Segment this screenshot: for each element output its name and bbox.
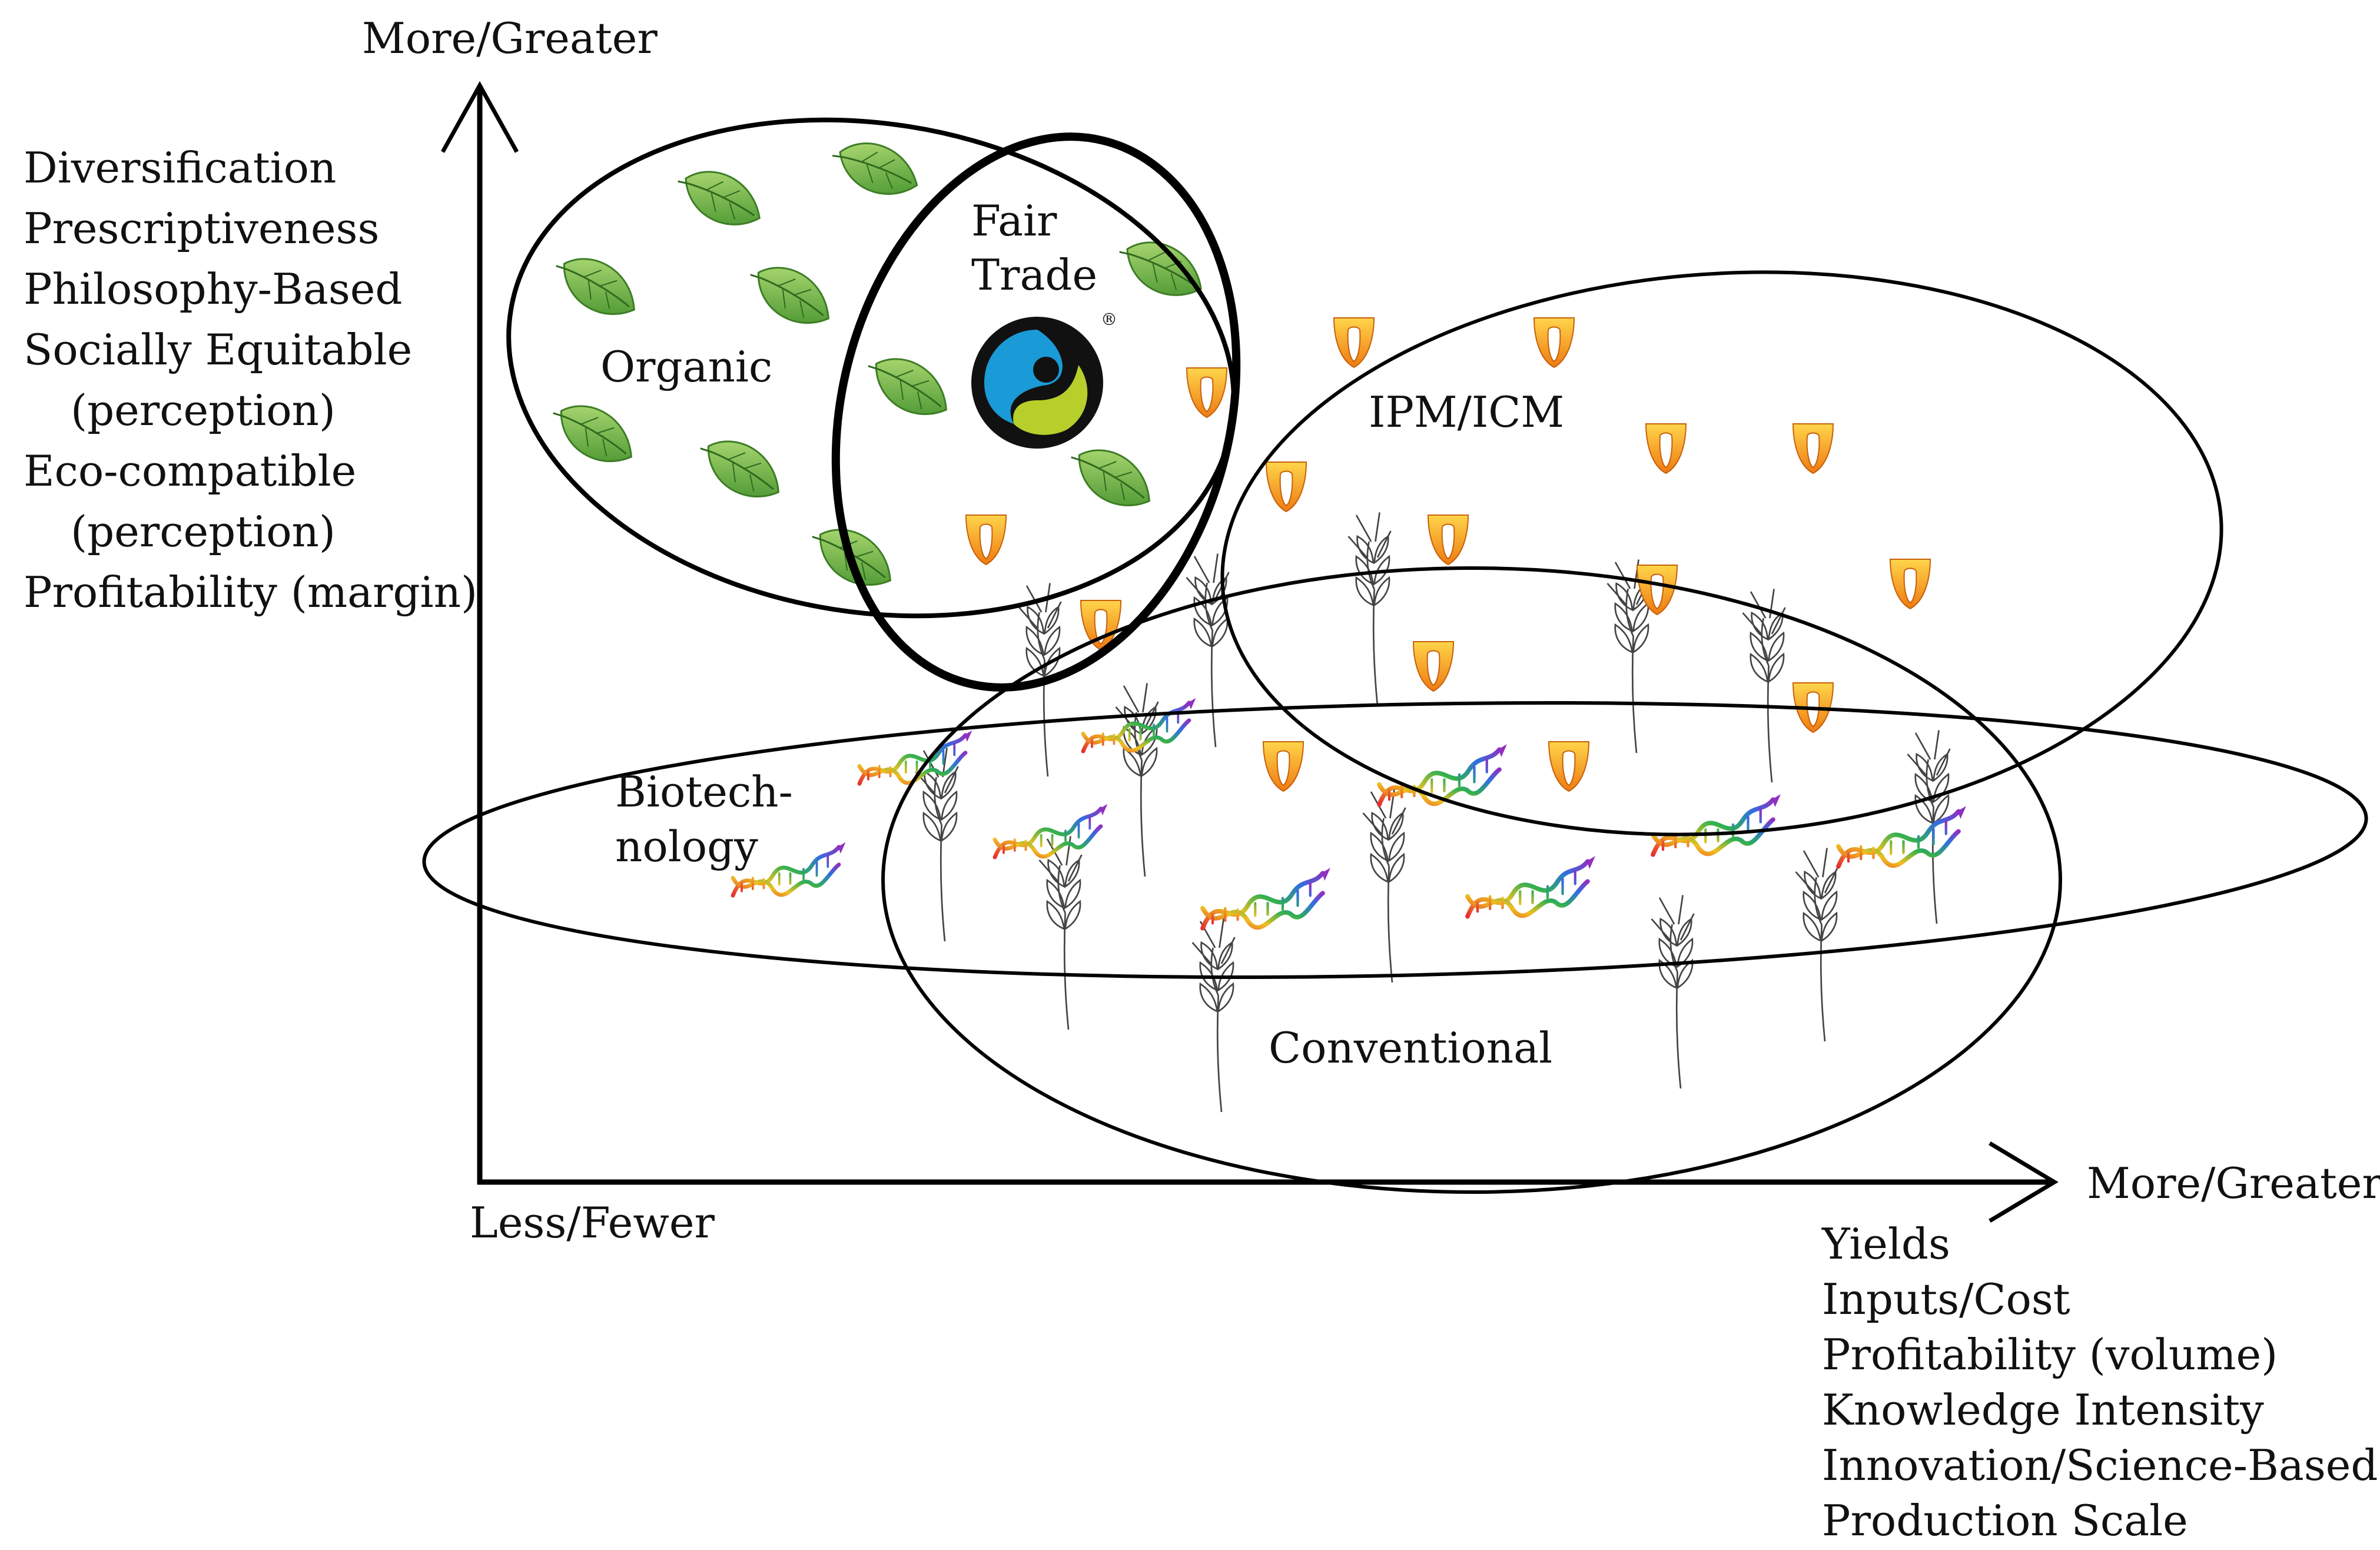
dna-icon bbox=[1468, 858, 1594, 916]
leaf-icon bbox=[857, 342, 960, 429]
dna-icon bbox=[1083, 700, 1194, 752]
leaf-icon bbox=[545, 242, 648, 329]
fair-trade-ellipse bbox=[831, 132, 1241, 692]
dna-icon bbox=[1203, 869, 1329, 928]
conventional-ellipse bbox=[881, 566, 2062, 1194]
y-attr-profitability-margin: Profitability (margin) bbox=[24, 567, 477, 617]
wheat-icon bbox=[1038, 835, 1083, 1031]
seed-icon bbox=[1413, 641, 1454, 692]
y-attr-philosophy-based: Philosophy-Based bbox=[24, 264, 402, 314]
wheat-icon bbox=[1795, 847, 1839, 1043]
leaf-icon bbox=[668, 157, 771, 238]
y-attr-diversification: Diversification bbox=[24, 143, 336, 192]
leaf-icon bbox=[825, 130, 927, 206]
y-attr-perception-2: (perception) bbox=[71, 507, 336, 556]
x-attr-knowledge-intensity: Knowledge Intensity bbox=[1822, 1385, 2264, 1435]
leaf-icon bbox=[739, 251, 842, 338]
y-axis-attributes: Diversification Prescriptiveness Philoso… bbox=[24, 143, 477, 617]
seed-icon bbox=[1548, 741, 1589, 792]
x-attr-profitability-volume: Profitability (volume) bbox=[1822, 1330, 2278, 1379]
y-axis-arrowhead bbox=[440, 81, 519, 153]
leaf-icon bbox=[1110, 227, 1213, 309]
conventional-label: Conventional bbox=[1269, 1023, 1552, 1073]
wheat-icon bbox=[1742, 588, 1786, 784]
wheat-icon bbox=[1907, 729, 1951, 925]
seed-icon bbox=[1333, 317, 1375, 368]
wheat-icon bbox=[1362, 788, 1406, 984]
wheat-icon bbox=[1191, 918, 1236, 1113]
fair-trade-label-line2: Trade bbox=[971, 250, 1097, 300]
biotechnology-ellipse bbox=[422, 701, 2368, 979]
dna-icon bbox=[1653, 796, 1779, 854]
y-attr-socially-equitable: Socially Equitable bbox=[24, 325, 412, 374]
axes bbox=[440, 81, 2059, 1223]
biotechnology-label-line2: nology bbox=[615, 822, 758, 871]
seed-icon bbox=[1645, 423, 1687, 474]
x-axis-arrowhead bbox=[1989, 1141, 2059, 1223]
fair-trade-label-line1: Fair bbox=[971, 196, 1057, 245]
x-attr-yields: Yields bbox=[1821, 1219, 1950, 1269]
biotechnology-label-line1: Biotech- bbox=[615, 767, 793, 817]
wheat-icon bbox=[1115, 682, 1159, 878]
fairtrade-logo-icon: ® bbox=[971, 310, 1117, 449]
seed-icon bbox=[1890, 559, 1931, 609]
x-attr-innovation-science: Innovation/Science-Based bbox=[1822, 1441, 2378, 1490]
wheat-icon bbox=[1347, 512, 1392, 707]
seed-icon bbox=[965, 515, 1007, 565]
x-attr-inputs-cost: Inputs/Cost bbox=[1822, 1274, 2070, 1324]
wheat-icons bbox=[915, 512, 1951, 1113]
leaf-icon bbox=[1060, 433, 1163, 520]
seed-icon bbox=[1428, 515, 1469, 565]
seed-icon bbox=[1533, 317, 1575, 368]
x-axis-attributes: Yields Inputs/Cost Profitability (volume… bbox=[1821, 1219, 2378, 1545]
seed-icon bbox=[1266, 462, 1307, 512]
ipm-icm-ellipse bbox=[1220, 270, 2223, 837]
leaf-icon bbox=[689, 424, 792, 512]
seed-icon bbox=[1793, 423, 1834, 474]
y-attr-perception-1: (perception) bbox=[71, 386, 336, 435]
x-attr-production-scale: Production Scale bbox=[1822, 1496, 2188, 1545]
y-attr-prescriptiveness: Prescriptiveness bbox=[24, 204, 379, 253]
x-axis-right-label: More/Greater bbox=[2087, 1159, 2380, 1208]
dna-icon bbox=[995, 806, 1106, 858]
seed-icon bbox=[1186, 367, 1227, 418]
category-ellipses bbox=[422, 117, 2368, 1194]
ipm-icm-label: IPM/ICM bbox=[1369, 387, 1564, 437]
dna-icon bbox=[1379, 746, 1505, 804]
x-axis-origin-label: Less/Fewer bbox=[470, 1198, 715, 1247]
y-axis-top-label: More/Greater bbox=[362, 14, 658, 63]
registered-mark: ® bbox=[1101, 310, 1117, 329]
wheat-icon bbox=[1651, 894, 1695, 1090]
organic-label: Organic bbox=[600, 342, 772, 391]
seed-icon bbox=[1263, 741, 1304, 792]
y-attr-eco-compatible: Eco-compatible bbox=[24, 446, 356, 496]
